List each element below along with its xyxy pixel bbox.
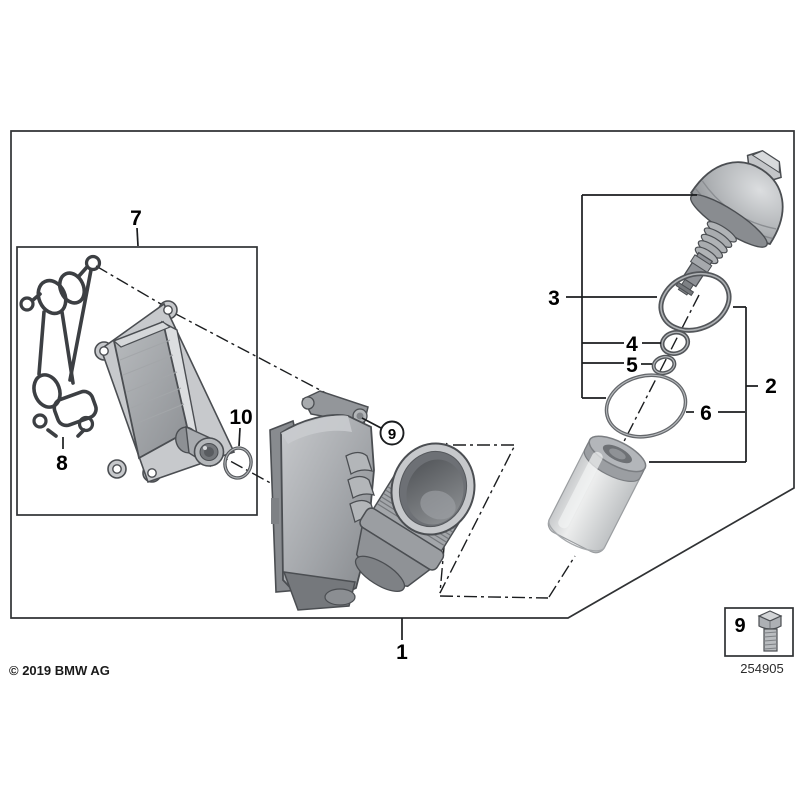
- cooler-core-top: [112, 321, 172, 348]
- o-ring-6: [604, 373, 688, 439]
- gasket-eyelet-top: [84, 254, 102, 272]
- housing-rib-1: [345, 451, 374, 475]
- o-ring-4: [659, 330, 691, 356]
- cap-stem-collar: [689, 254, 713, 274]
- cooler-port-bore: [204, 447, 214, 457]
- callout-6[interactable]: 6: [700, 402, 712, 425]
- callout-4[interactable]: 4: [626, 333, 638, 356]
- bore-cavity-floor: [420, 490, 456, 520]
- callout-5[interactable]: 5: [626, 354, 638, 377]
- cooler-port-glint: [203, 446, 207, 450]
- cap-stem-pin: [675, 281, 695, 297]
- cartridge-bottom-edge: [548, 518, 606, 552]
- cartridge-highlight: [558, 451, 603, 529]
- housing-foot-pad: [324, 588, 356, 606]
- cartridge-top-hole: [609, 448, 626, 460]
- hex-bolt-icon: [757, 610, 783, 652]
- o-ring-5: [651, 354, 677, 376]
- gasket-eyelet-bottom-right: [77, 415, 95, 433]
- inset-box: [724, 607, 794, 657]
- housing-rib-2: [347, 475, 376, 499]
- bracket-right: [649, 306, 758, 463]
- gasket-strap-right: [68, 268, 93, 382]
- tower-dome: [354, 555, 406, 592]
- cooler-bolt-axis-2: [173, 312, 338, 400]
- gasket-eyelet-bottom-left: [32, 413, 48, 429]
- housing-arm-boss: [301, 396, 315, 410]
- callout-lines: [62, 194, 758, 640]
- gasket-upper-port-left: [36, 278, 68, 316]
- cap-hex-top-face: [751, 150, 780, 174]
- cooler-fins: [119, 339, 185, 425]
- o-ring-10: [223, 446, 253, 480]
- diagram-outer-border: [10, 130, 795, 619]
- gasket-strap-left: [37, 310, 46, 376]
- filter-cartridge-drawing: [547, 435, 647, 554]
- callout-1[interactable]: 1: [396, 641, 408, 664]
- o-ring-3: [658, 271, 732, 333]
- housing-side-tab: [271, 498, 279, 524]
- plane-base-line: [439, 595, 549, 599]
- cap-spring: [694, 221, 737, 265]
- leader-9-circled: [361, 417, 382, 429]
- callout-2[interactable]: 2: [765, 375, 777, 398]
- gasket-strap-cross: [60, 310, 75, 385]
- inset-callout-9[interactable]: 9: [734, 615, 745, 637]
- group-7-box: [16, 246, 258, 516]
- callout-9-circled[interactable]: 9: [388, 426, 396, 443]
- callout-10[interactable]: 10: [229, 406, 252, 429]
- cooler-bolt-axis-1: [95, 265, 167, 308]
- cooler-ear-hole-top: [163, 305, 173, 315]
- copyright-text: © 2019 BMW AG: [9, 663, 110, 678]
- oil-cooler-drawing: [94, 300, 236, 484]
- filter-cap-assembly-drawing: [675, 150, 784, 297]
- cartridge-axis-lower: [548, 555, 576, 598]
- callout-8[interactable]: 8: [56, 452, 68, 475]
- gasket-lower-port: [32, 373, 62, 409]
- gasket-drawing: [19, 254, 102, 438]
- cooler-ear-hole-bottom-mid: [147, 468, 157, 478]
- oil-filter-housing-drawing: [269, 390, 476, 611]
- bolt-threads: [763, 631, 778, 650]
- callout-7[interactable]: 7: [130, 207, 142, 230]
- cooler-ear-hole-bottom-left: [112, 464, 122, 474]
- mount-plane-outline: [439, 444, 517, 594]
- housing-top-face: [281, 415, 352, 444]
- cooler-ear-hole-left: [99, 346, 109, 356]
- gasket-eyelet-left: [19, 296, 35, 312]
- housing-arm-bolt-core: [356, 412, 364, 420]
- gasket-upper-port-right: [57, 271, 87, 305]
- callout-3[interactable]: 3: [548, 287, 560, 310]
- leader-10: [238, 427, 241, 447]
- callout-9-circle[interactable]: [379, 420, 405, 446]
- leader-7: [136, 227, 139, 247]
- diagram-code: 254905: [740, 661, 783, 676]
